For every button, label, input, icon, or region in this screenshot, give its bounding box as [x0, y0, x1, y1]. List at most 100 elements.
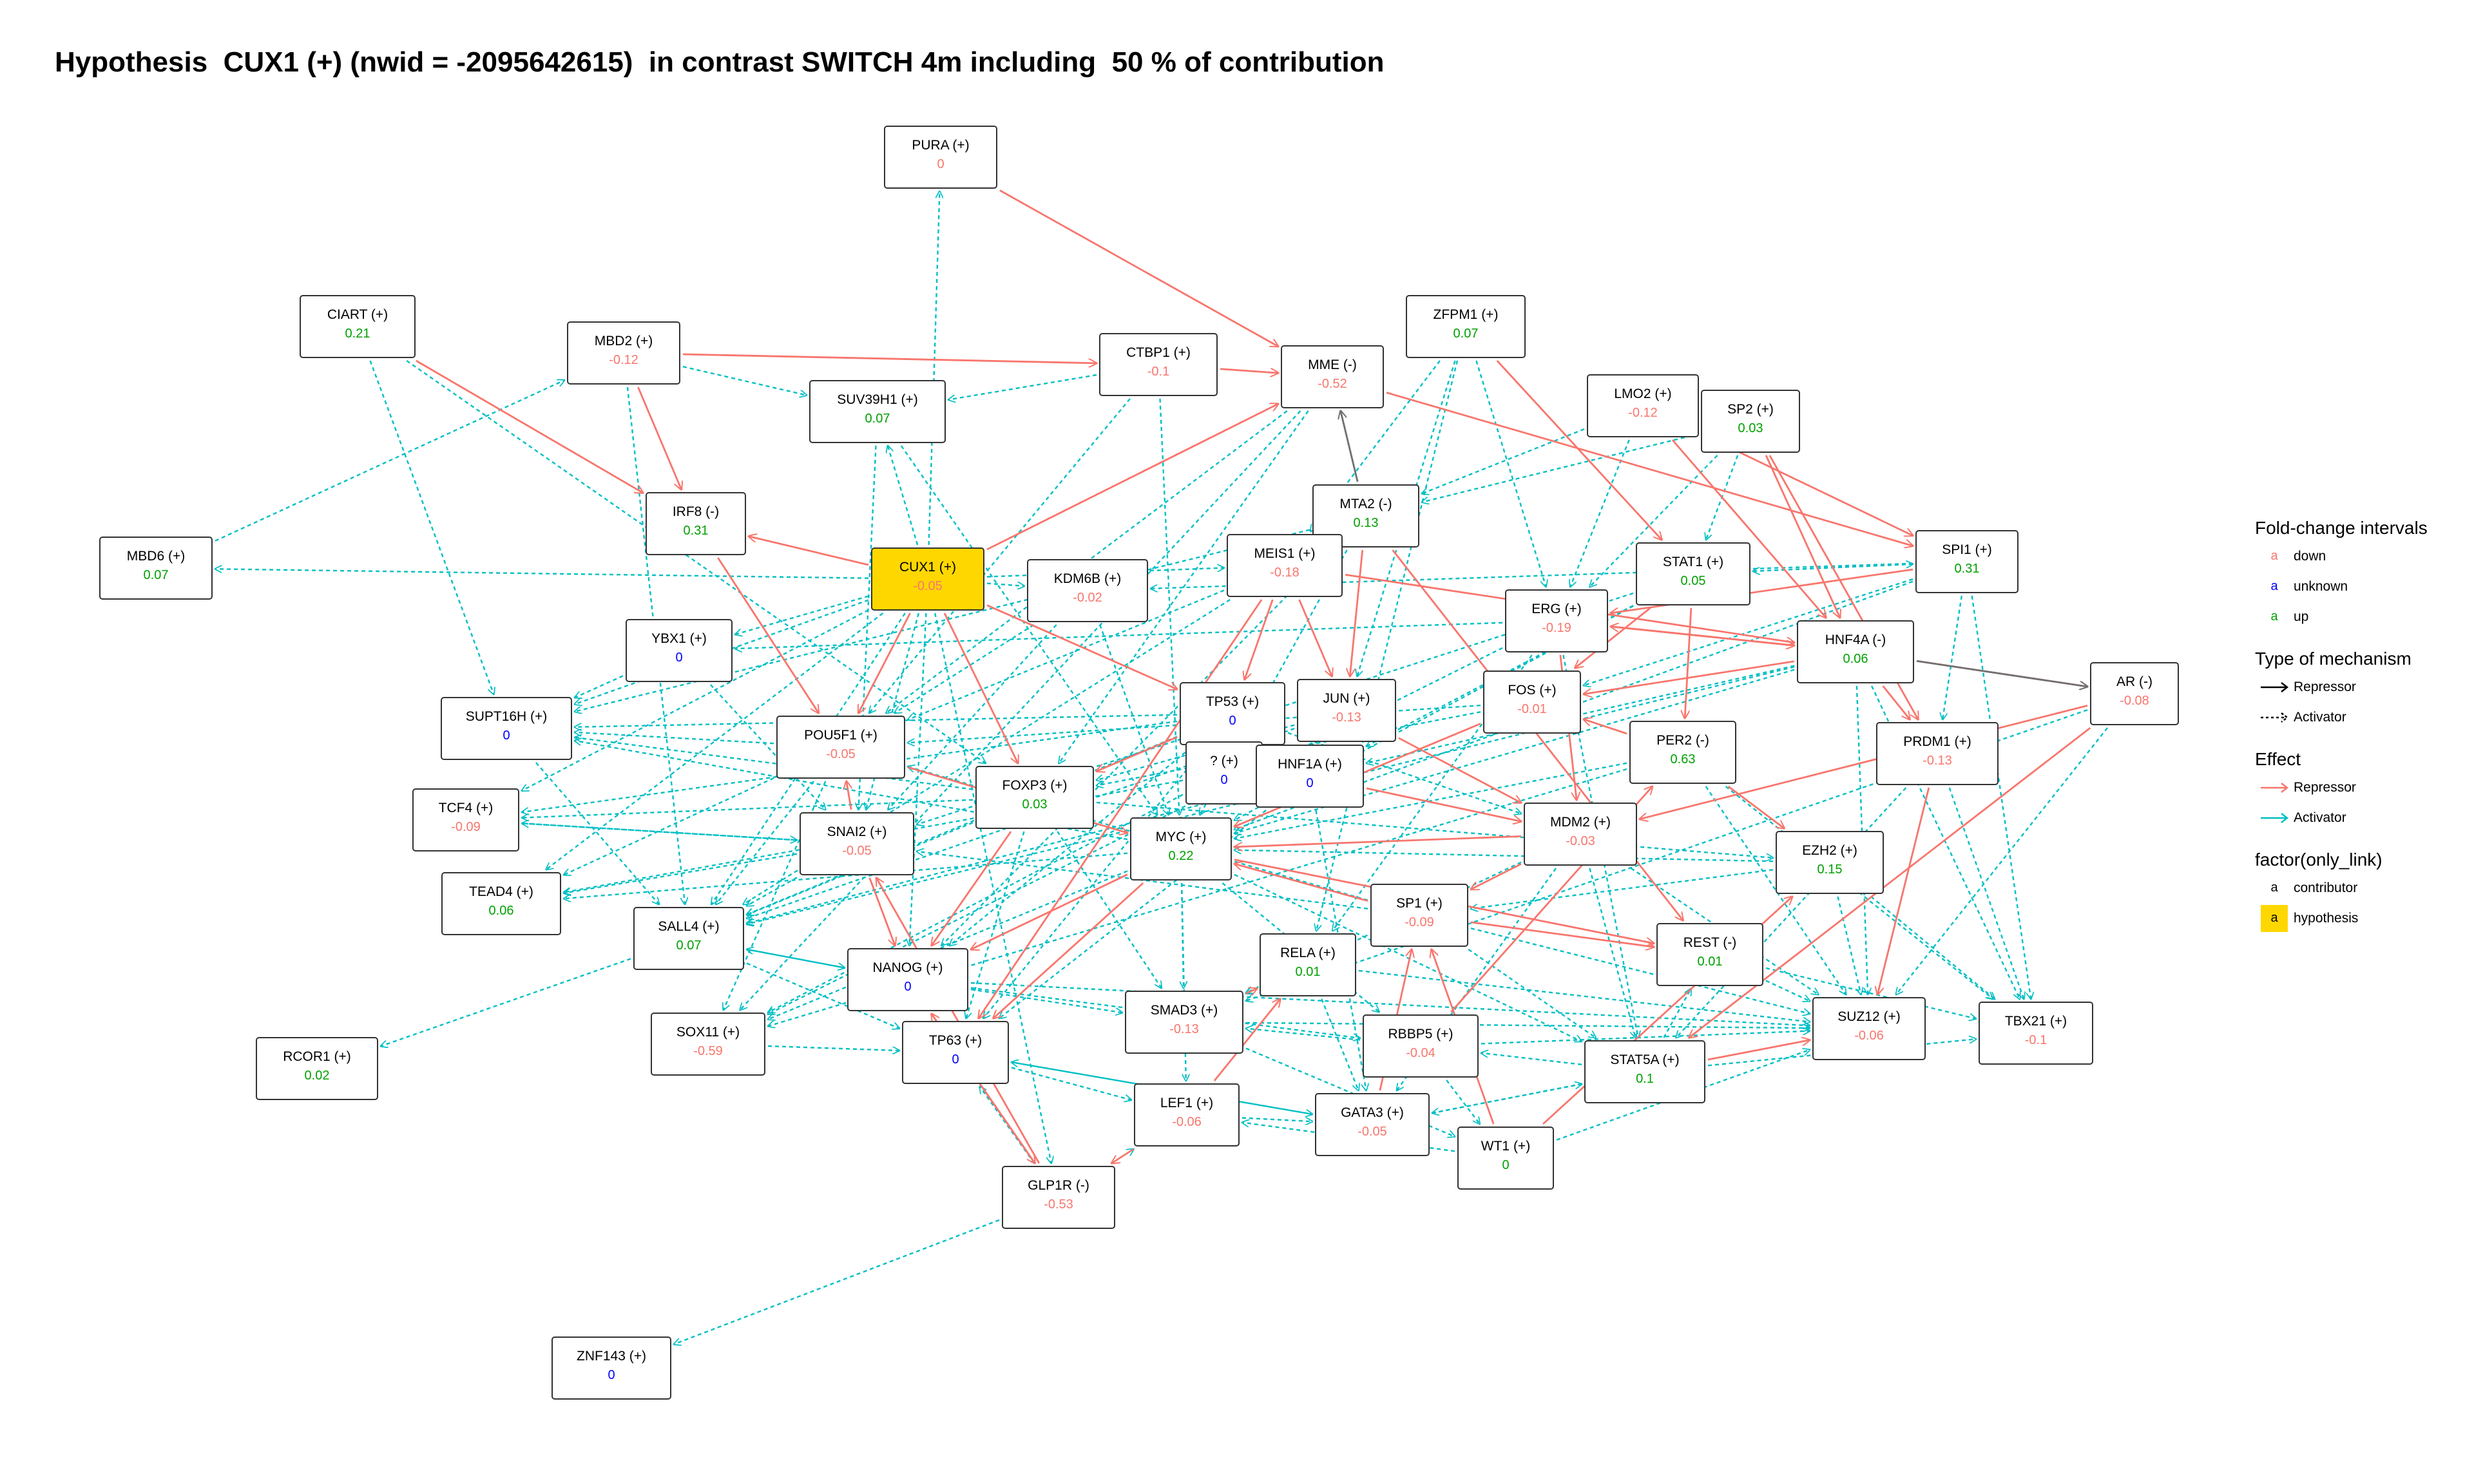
node-label: MBD2 (+) [594, 334, 653, 348]
legend-factor: factor(only_link) a contributor a hypoth… [2255, 847, 2468, 933]
activator-edge-ctbp1-myc [1159, 398, 1180, 815]
node-value: -0.13 [1169, 1022, 1199, 1036]
node-label: SP1 (+) [1396, 896, 1443, 911]
repressor-edge-meis1-tp63 [979, 599, 1263, 1018]
node-value: -0.12 [609, 353, 638, 367]
node-hnf1a: HNF1A (+)0 [1256, 745, 1364, 808]
repressor-edge-spi1-erg [1611, 568, 1913, 613]
node-suz12: SUZ12 (+)-0.06 [1812, 997, 1926, 1060]
activator-edge-snai2-sall4 [747, 877, 798, 906]
activator-edge-myc-sox11 [768, 870, 1128, 1019]
node-irf8: IRF8 (-)0.31 [646, 492, 746, 555]
repressor-edge-myc-nanog [971, 873, 1128, 949]
repressor-edge-mdm2-myc [1234, 835, 1522, 847]
legend-key-down: a [2270, 549, 2278, 563]
node-mbd2: MBD2 (+) -0.12 [567, 321, 680, 385]
activator-edge-pou5f1-supt16h [575, 732, 774, 745]
repressor-edge-glp1r-snai2 [876, 878, 1040, 1164]
repressor-edge-per2-fos [1584, 719, 1627, 735]
activator-edge-cux1-nanog [910, 613, 927, 946]
repressor-edge-cux1-mme [986, 404, 1278, 551]
node-value: -0.02 [1073, 591, 1102, 605]
node-ciart: CIART (+)0.21 [300, 295, 416, 358]
legend-item-down: a down [2255, 541, 2468, 571]
node-value: -0.59 [693, 1044, 723, 1058]
node-label: MDM2 (+) [1550, 815, 1611, 830]
legend-item-hypothesis: a hypothesis [2255, 903, 2468, 933]
activator-edge-rbbp5-suz12 [1481, 1031, 1810, 1045]
activator-edge-ezh2-tbx21 [1870, 896, 1995, 999]
node-label: TBX21 (+) [2004, 1014, 2067, 1029]
node-meis1: MEIS1 (+)-0.18 [1227, 534, 1343, 597]
activator-edge-cux1-kdm6b [986, 584, 1024, 586]
node-value: -0.1 [1147, 365, 1170, 379]
node-value: -0.01 [1517, 702, 1547, 716]
activator-edge-mbd2-suv39h1 [682, 366, 807, 395]
activator-edge-sox11-tp63 [767, 1045, 899, 1051]
node-rcor1: RCOR1 (+)0.02 [256, 1037, 378, 1100]
activator-edge-mme-foxp3 [1059, 410, 1309, 763]
activator-edge-mbd2-sall4 [626, 386, 685, 904]
node-label: SOX11 (+) [676, 1025, 740, 1040]
node-value: 0 [1220, 773, 1228, 787]
node-value: -0.18 [1270, 566, 1299, 580]
activator-edge-cux1-mbd6 [215, 569, 869, 579]
activator-edge-cux1-supt16h [575, 599, 869, 705]
node-label: CTBP1 (+) [1126, 345, 1191, 360]
activator-edge-rbbp5-wt1 [1446, 1080, 1480, 1124]
node-label: LEF1 (+) [1160, 1096, 1214, 1110]
legend-mechanism: Type of mechanism Repressor Activator [2255, 646, 2468, 732]
teal-arrow-icon [2261, 812, 2289, 823]
node-label: ZFPM1 (+) [1433, 307, 1499, 322]
legend-title-factor: factor(only_link) [2255, 850, 2383, 870]
repressor-edge-ar-mdm2 [1640, 705, 2088, 819]
legend-label-effect-activator: Activator [2294, 810, 2346, 825]
node-lmo2: LMO2 (+)-0.12 [1587, 374, 1699, 437]
activator-edge-rela-suz12 [1358, 969, 1810, 1022]
node-tcf4: TCF4 (+)-0.09 [412, 788, 519, 851]
repressor-edge-meis1-jun [1298, 599, 1332, 676]
node-stat1: STAT1 (+)0.05 [1636, 542, 1750, 605]
activator-edge-per2-suz12 [1705, 786, 1846, 994]
repressor-edge-smad3-rela [1245, 989, 1257, 994]
legend-title-effect: Effect [2255, 749, 2301, 769]
node-value: 0 [904, 980, 912, 994]
activator-edge-ar-suz12 [1896, 727, 2108, 994]
repressor-edge-meis1-tp53 [1245, 599, 1274, 680]
activator-edge-kdm6b-pou5f1 [895, 623, 1035, 713]
repressor-edge-lmo2-hnf4a [1671, 439, 1826, 618]
activator-edge-lmo2-erg [1570, 439, 1630, 587]
node-value: -0.08 [2120, 694, 2149, 708]
activator-edge-rest-suz12 [1765, 980, 1810, 1002]
node-ybx1: YBX1 (+)0 [626, 619, 733, 682]
node-glp1r: GLP1R (-)-0.53 [1002, 1166, 1115, 1229]
repressor-edge-mbd2-irf8 [637, 386, 681, 490]
repressor-edge-ctbp1-mme [1220, 369, 1278, 373]
activator-edge-myc-tead4 [564, 852, 1128, 899]
activator-edge-rela-gata3 [1321, 998, 1358, 1090]
activator-edge-stat5a-rest [1663, 989, 1691, 1038]
repressor-edge-mme-spi1 [1386, 392, 1913, 546]
activator-edge-ctbp1-suv39h1 [948, 374, 1097, 400]
node-value: -0.05 [842, 844, 872, 858]
node-label: STAT1 (+) [1662, 555, 1724, 569]
legend-title-mechanism: Type of mechanism [2255, 649, 2412, 669]
activator-edge-cux1-sall4 [711, 613, 906, 904]
activator-edge-tp53-tp63 [983, 747, 1205, 1018]
node-value: 0 [1502, 1158, 1510, 1172]
node-label: SNAI2 (+) [827, 824, 887, 839]
node-supt16h: SUPT16H (+)0 [441, 697, 572, 760]
node-myc: MYC (+)0.22 [1130, 817, 1232, 880]
node-unk: ? (+)0 [1185, 741, 1263, 804]
node-rbbp5: RBBP5 (+)-0.04 [1363, 1014, 1479, 1078]
repressor-edge-mta2-jun [1350, 549, 1364, 676]
node-value: 0.01 [1295, 965, 1321, 979]
node-ctbp1: CTBP1 (+) -0.1 [1099, 333, 1218, 396]
legend-label-unknown: unknown [2294, 578, 2348, 594]
node-value: 0.02 [304, 1069, 330, 1083]
repressor-edge-hnf4a-prdm1 [1882, 685, 1910, 719]
legend-item-mechanism-repressor: Repressor [2255, 672, 2468, 702]
node-stat5a: STAT5A (+)0.1 [1584, 1040, 1705, 1103]
node-value: 0.01 [1697, 955, 1723, 969]
node-label: RELA (+) [1280, 946, 1336, 960]
